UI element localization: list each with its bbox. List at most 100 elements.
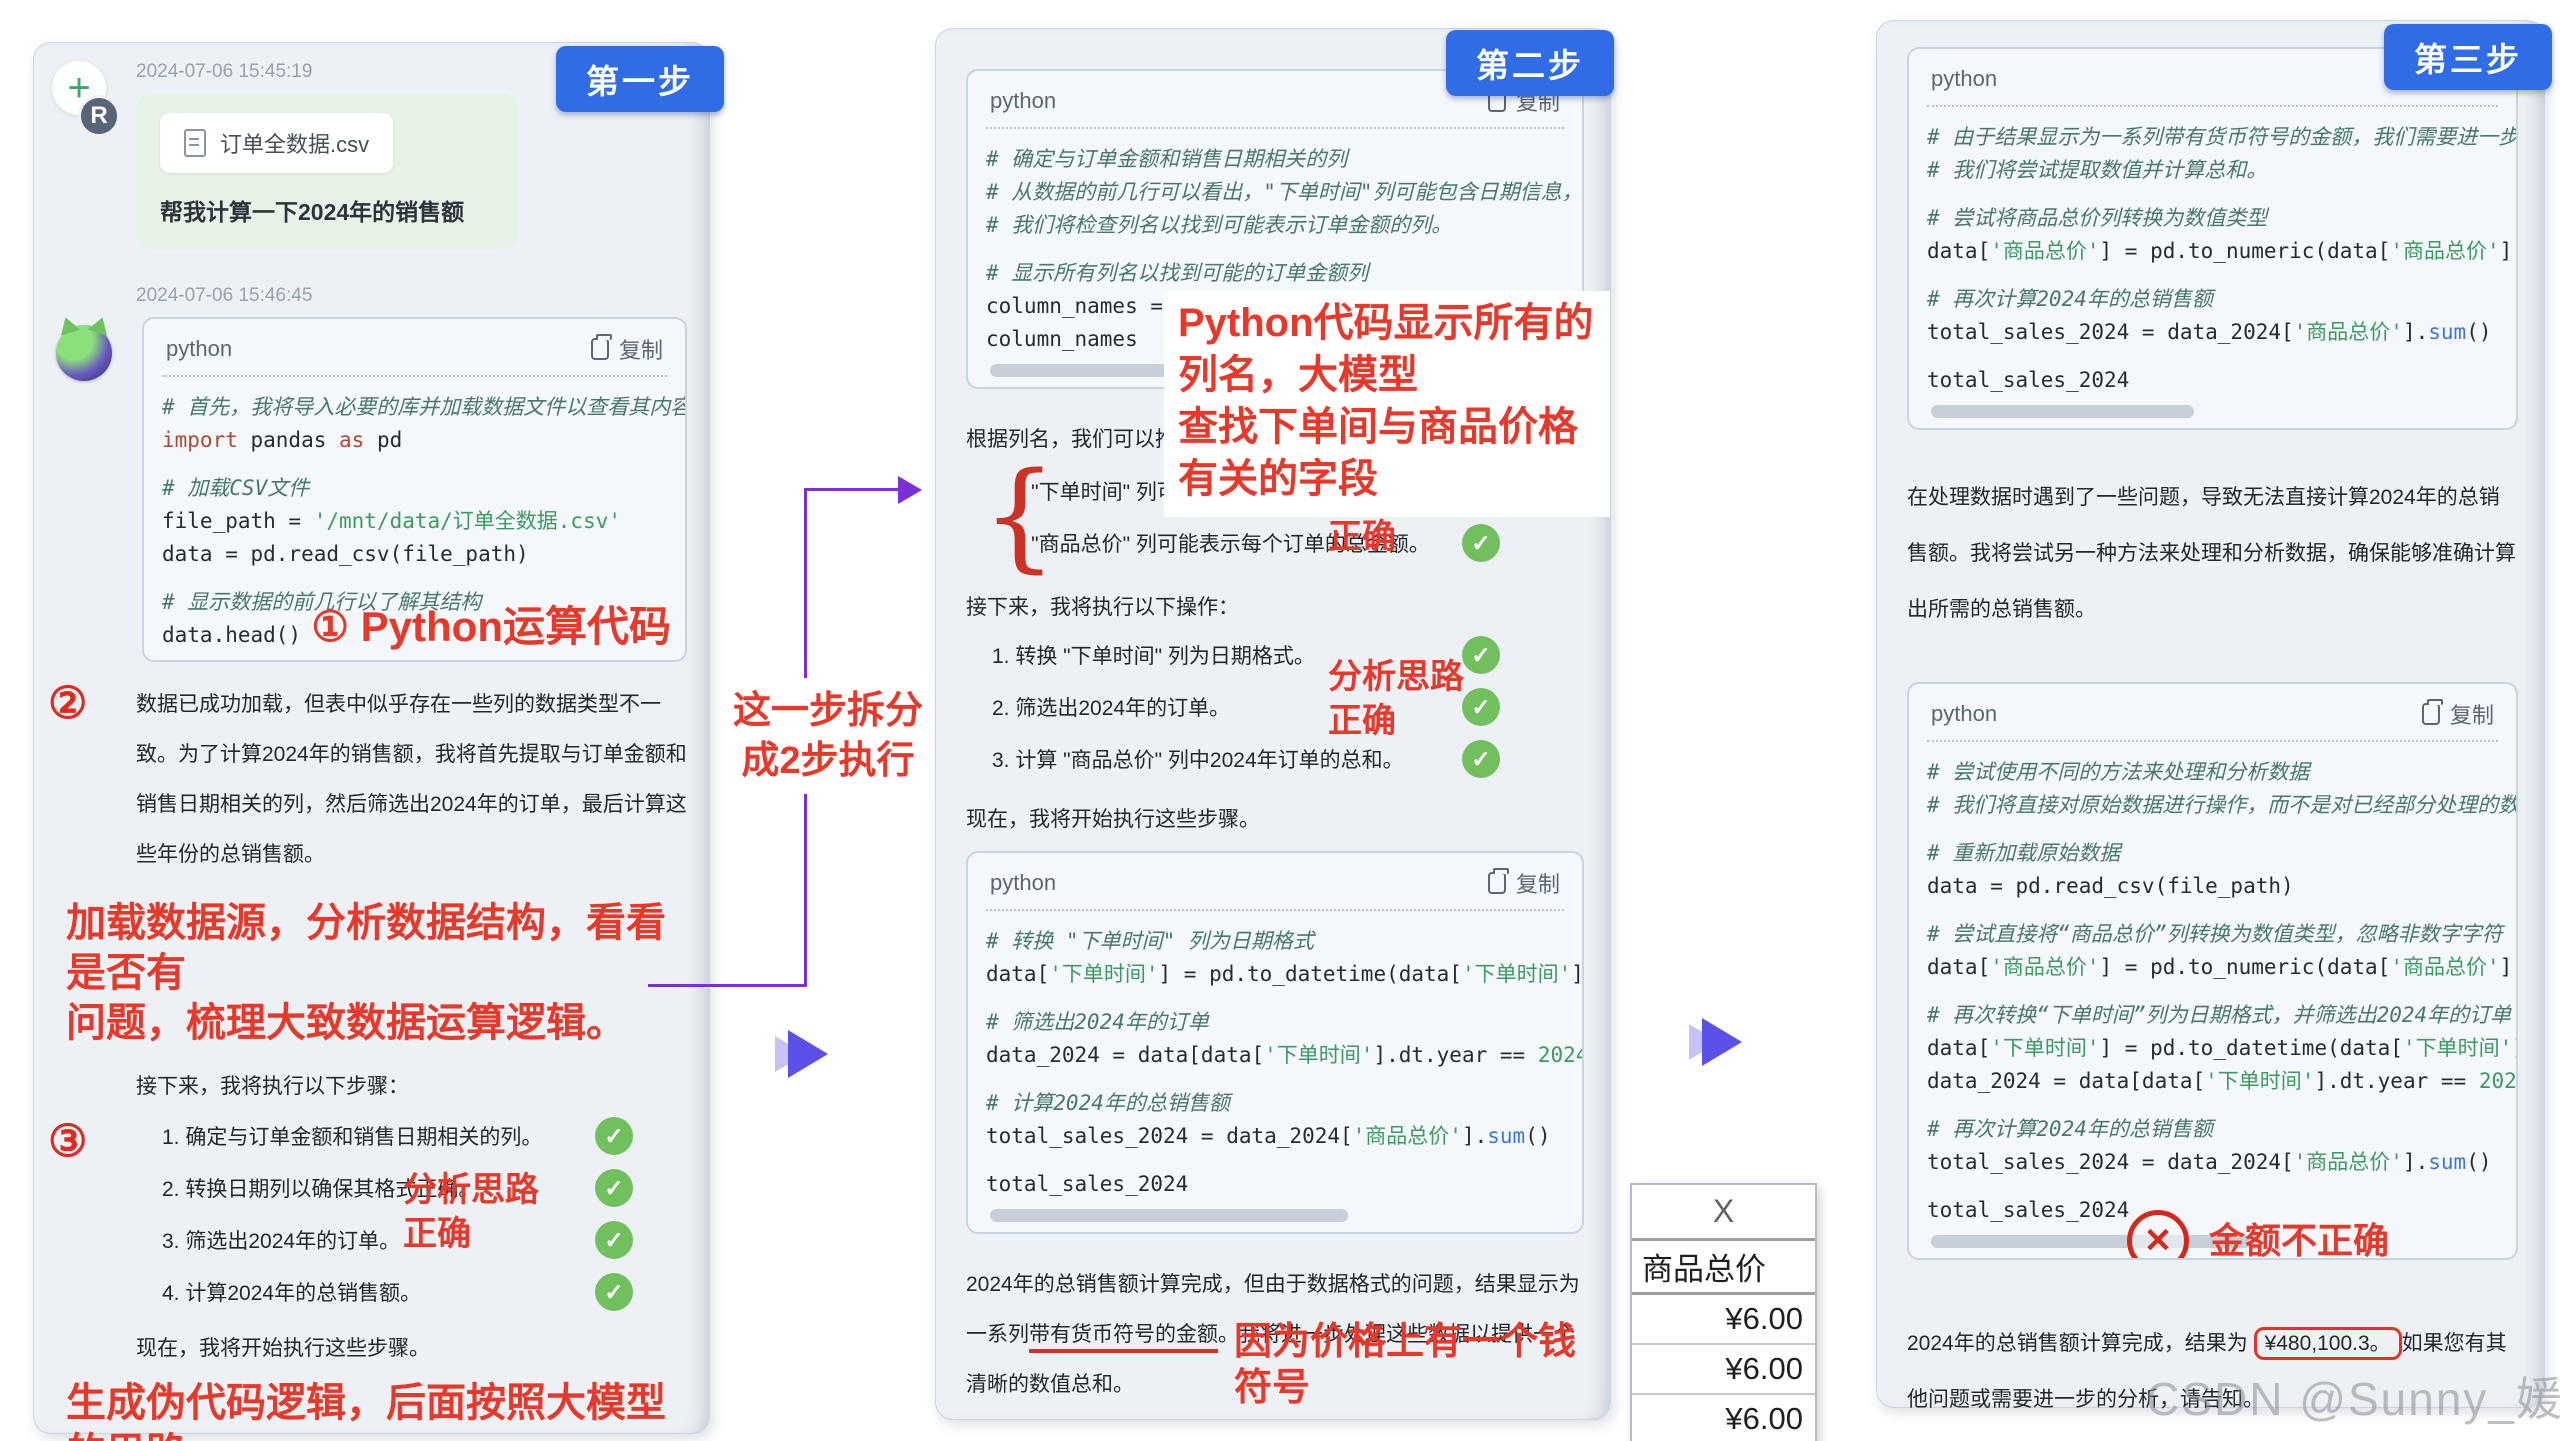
code-block-2: python 复制 # 尝试使用不同的方法来处理和分析数据# 我们将直接对原始数… — [1907, 682, 2518, 1260]
code-content: # 由于结果显示为一系列带有货币符号的金额，我们需要进一步处# 我们将尝试提取数… — [1927, 125, 2518, 392]
code-content: # 确定与订单金额和销售日期相关的列# 从数据的前几行可以看出，"下单时间"列可… — [986, 147, 1584, 351]
result-paragraph: 2024年的总销售额计算完成，结果为 ¥480,100.3。如果您有其他问题或需… — [1907, 1316, 2518, 1428]
wrong-amount-label: 金额不正确 — [2209, 1220, 2390, 1260]
table-cell: ¥6.00 — [1632, 1395, 1815, 1441]
user-initial-avatar: R — [78, 95, 120, 137]
annotation-column-names: Python代码显示所有的列名，大模型 查找下单间与商品价格有关的字段 — [1164, 291, 1610, 517]
now-executing-label: 现在，我将开始执行这些步骤。 — [966, 808, 1260, 831]
paragraph-text: 2024年的总销售额计算完成，结果为 — [1907, 1332, 2254, 1355]
assistant-paragraph: ② 数据已成功加载，但表中似乎存在一些列的数据类型不一致。为了计算2024年的销… — [48, 680, 687, 880]
annotation-load-data: 加载数据源，分析数据结构，看看是否有 问题，梳理大致数据运算逻辑。 — [66, 901, 666, 1045]
watermark: CSDN @Sunny_媛 — [2146, 1373, 2560, 1425]
spreadsheet-snippet: X 商品总价 ¥6.00¥6.00¥6.00 — [1630, 1183, 1817, 1441]
annotation-python-code: ① Python运算代码 — [311, 603, 671, 650]
code-block-1: python 复制 # 由于结果显示为一系列带有货币符号的金额，我们需要进一步处… — [1907, 47, 2518, 430]
paragraph-text: 2024年的总销售额计算完成，但由于数据格式的问题，结果显示为一系列 — [966, 1273, 1580, 1346]
code-content: # 尝试使用不同的方法来处理和分析数据# 我们将直接对原始数据进行操作，而不是对… — [1927, 760, 2518, 1222]
assistant-paragraph: 在处理数据时遇到了一些问题，导致无法直接计算2024年的总销售额。我将尝试另一种… — [1907, 486, 2516, 621]
list-item: 2. 转换日期列以确保其格式正确。✓ — [136, 1162, 687, 1214]
annotation-pseudocode: 生成伪代码逻辑，后面按照大模型的思路 来使用python代码执行 — [66, 1381, 666, 1441]
check-icon: ✓ — [595, 1117, 633, 1155]
list-item: 3. 筛选出2024年的订单。✓ — [136, 1214, 687, 1266]
steps-list: ③ 1. 确定与订单金额和销售日期相关的列。✓2. 转换日期列以确保其格式正确。… — [48, 1110, 687, 1318]
list-item: 1. 确定与订单金额和销售日期相关的列。✓ — [136, 1110, 687, 1162]
list-item: 2. 筛选出2024年的订单。✓ — [966, 681, 1584, 733]
code-content: # 首先，我将导入必要的库并加载数据文件以查看其内容。import pandas… — [162, 395, 687, 647]
result-paragraph: 2024年的总销售额计算完成，但由于数据格式的问题，结果显示为一系列带有货币符号… — [966, 1260, 1584, 1410]
check-icon: ✓ — [595, 1221, 633, 1259]
play-arrow-icon — [1689, 1016, 1766, 1068]
code-language-label: python — [990, 88, 1057, 113]
paragraph-text: 如果您有其他问题或需要进一步的分析，请告知。 — [1907, 1332, 2507, 1411]
table-cell: ¥6.00 — [1632, 1295, 1815, 1345]
annotation-analysis-correct: 分析思路 正确 — [403, 1171, 539, 1253]
play-arrow-icon — [775, 1028, 852, 1080]
annotation-split-two-steps: 这一步拆分 成2步执行 — [726, 678, 930, 794]
horizontal-scrollbar[interactable] — [990, 1209, 1349, 1222]
copy-label: 复制 — [1515, 872, 1560, 897]
annotation-analysis-correct: 分析思路 正确 — [1328, 658, 1464, 740]
file-attachment-chip[interactable]: 订单全数据.csv — [160, 113, 394, 173]
user-message-bubble: 订单全数据.csv 帮我计算一下2024年的销售额 — [136, 93, 518, 249]
chat-panel-step3: python 复制 # 由于结果显示为一系列带有货币符号的金额，我们需要进一步处… — [1876, 20, 2545, 1411]
list-item: • "商品总价" 列可能表示每个订单的总金额。✓ — [1018, 517, 1584, 569]
numbered-steps: 1. 确定与订单金额和销售日期相关的列。✓2. 转换日期列以确保其格式正确。✓3… — [136, 1110, 687, 1318]
copy-label: 复制 — [2449, 703, 2494, 728]
copy-button[interactable]: 复制 — [1487, 867, 1560, 899]
highlighted-result-value: ¥480,100.3。 — [2253, 1327, 2402, 1360]
next-steps-label: 接下来，我将执行以下步骤： — [136, 1075, 409, 1098]
table-header-cell: 商品总价 — [1632, 1241, 1815, 1295]
check-icon: ✓ — [1462, 524, 1500, 562]
check-icon: ✓ — [1462, 740, 1500, 778]
red-brace: { — [982, 446, 1058, 584]
red-marker-2: ② — [48, 679, 88, 728]
horizontal-scrollbar[interactable] — [1931, 405, 2194, 418]
list-item: 1. 转换 "下单时间" 列为日期格式。✓ — [966, 629, 1584, 681]
code-language-label: python — [990, 870, 1057, 895]
steps-list: 1. 转换 "下单时间" 列为日期格式。✓2. 筛选出2024年的订单。✓3. … — [966, 629, 1584, 785]
paragraph-text: 。我将进一步处理这些数据以提供一个清晰的数值总和。 — [966, 1323, 1575, 1396]
user-avatar: + R — [52, 61, 122, 137]
paragraph-text: 数据已成功加载，但表中似乎存在一些列的数据类型不一致。为了计算2024年的销售额… — [136, 693, 687, 866]
connector-line — [804, 488, 902, 491]
list-item: 4. 计算2024年的总销售额。✓ — [136, 1266, 687, 1318]
assistant-message-row: 2024-07-06 15:46:45 python 复制 # 首先，我将导入必… — [48, 285, 687, 1441]
red-marker-3: ③ — [48, 1117, 88, 1166]
assistant-avatar — [56, 325, 112, 381]
clipboard-icon — [1487, 868, 1509, 894]
check-icon: ✓ — [595, 1169, 633, 1207]
step-badge-1: 第一步 — [556, 46, 724, 112]
step-badge-2: 第二步 — [1446, 30, 1614, 96]
plus-avatar-icon: + — [52, 61, 106, 115]
check-icon: ✓ — [595, 1273, 633, 1311]
now-executing-label: 现在，我将开始执行这些步骤。 — [136, 1337, 430, 1360]
clipboard-icon — [2421, 699, 2443, 725]
clipboard-icon — [590, 334, 612, 360]
code-language-label: python — [166, 336, 233, 361]
message-timestamp: 2024-07-06 15:46:45 — [136, 285, 313, 306]
column-letter-header: X — [1632, 1185, 1815, 1241]
annotation-wrong-amount: ✕ 金额不正确 — [2127, 1210, 2390, 1260]
check-icon: ✓ — [1462, 688, 1500, 726]
code-language-label: python — [1931, 66, 1998, 91]
chat-panel-step2: python 复制 # 确定与订单金额和销售日期相关的列# 从数据的前几行可以看… — [935, 28, 1611, 1420]
code-language-label: python — [1931, 701, 1998, 726]
annotation-currency-symbol: 因为价格上有一个钱符号 — [1234, 1321, 1577, 1409]
code-block-1: python 复制 # 首先，我将导入必要的库并加载数据文件以查看其内容。imp… — [142, 317, 687, 662]
table-cell: ¥6.00 — [1632, 1345, 1815, 1395]
arrow-right-icon — [898, 476, 922, 504]
message-timestamp: 2024-07-06 15:45:19 — [136, 61, 313, 82]
chat-panel-step1: + R 2024-07-06 15:45:19 订单全数据.csv 帮我计算一下… — [33, 42, 710, 1441]
document-icon — [184, 129, 206, 157]
user-message-row: + R 2024-07-06 15:45:19 订单全数据.csv 帮我计算一下… — [52, 61, 687, 249]
copy-button[interactable]: 复制 — [2421, 698, 2494, 730]
list-item: 3. 计算 "商品总价" 列中2024年订单的总和。✓ — [966, 733, 1584, 785]
step-badge-3: 第三步 — [2384, 24, 2552, 90]
file-name: 订单全数据.csv — [220, 132, 370, 157]
check-icon: ✓ — [1462, 636, 1500, 674]
x-circle-icon: ✕ — [2127, 1210, 2189, 1258]
copy-button[interactable]: 复制 — [590, 333, 663, 365]
